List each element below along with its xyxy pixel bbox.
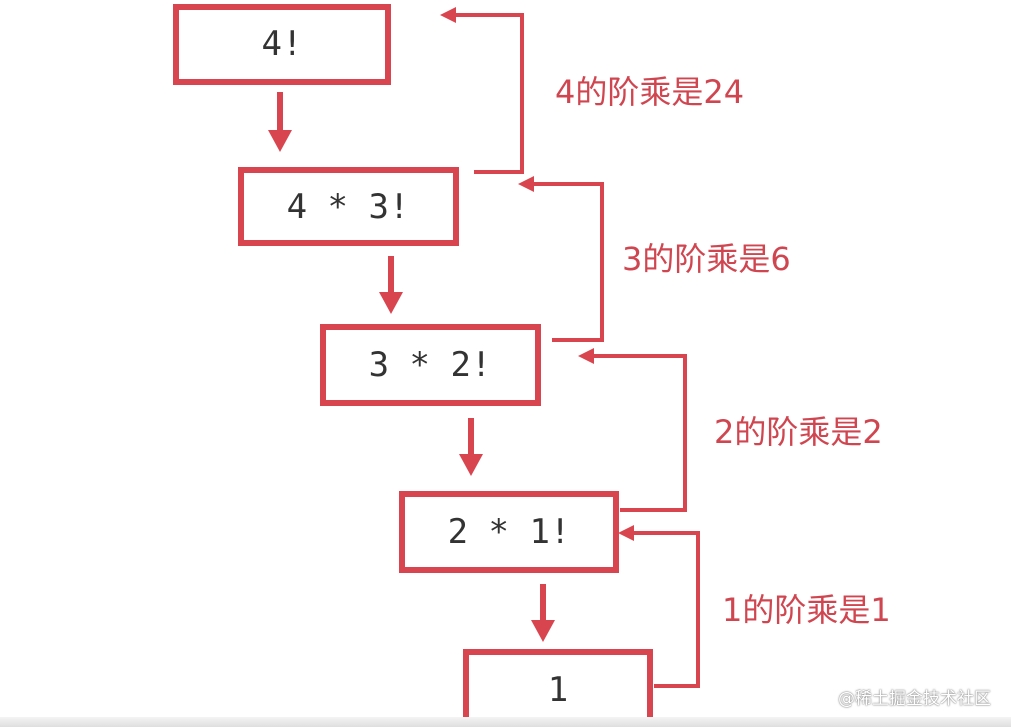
bottom-edge-bar xyxy=(0,717,1011,727)
down-arrow-4 xyxy=(531,584,555,642)
step-expr-4: 2 * 1! xyxy=(448,512,571,552)
step-expr-1: 4! xyxy=(262,24,303,64)
result-label-2: 2的阶乘是2 xyxy=(714,413,883,451)
step-box-4: 2 * 1! xyxy=(399,491,619,573)
step-box-2: 4 * 3! xyxy=(238,167,459,246)
step-box-5: 1 xyxy=(463,649,653,727)
return-arrow-2 xyxy=(578,348,687,512)
step-box-1: 4! xyxy=(173,4,391,85)
step-box-3: 3 * 2! xyxy=(320,324,541,406)
return-arrows xyxy=(440,7,700,688)
step-expr-2: 4 * 3! xyxy=(287,187,410,227)
return-arrow-3 xyxy=(518,176,604,342)
watermark: @稀土掘金技术社区 xyxy=(838,689,991,709)
result-label-3: 3的阶乘是6 xyxy=(622,240,791,278)
step-expr-3: 3 * 2! xyxy=(369,345,492,385)
down-arrows xyxy=(268,92,555,642)
down-arrow-1 xyxy=(268,92,292,152)
step-expr-5: 1 xyxy=(548,670,568,710)
result-label-4: 4的阶乘是24 xyxy=(555,73,744,111)
result-label-1: 1的阶乘是1 xyxy=(722,591,891,629)
return-arrow-1 xyxy=(618,525,700,688)
down-arrow-3 xyxy=(459,418,483,476)
down-arrow-2 xyxy=(379,256,403,314)
return-arrow-4 xyxy=(440,7,524,174)
